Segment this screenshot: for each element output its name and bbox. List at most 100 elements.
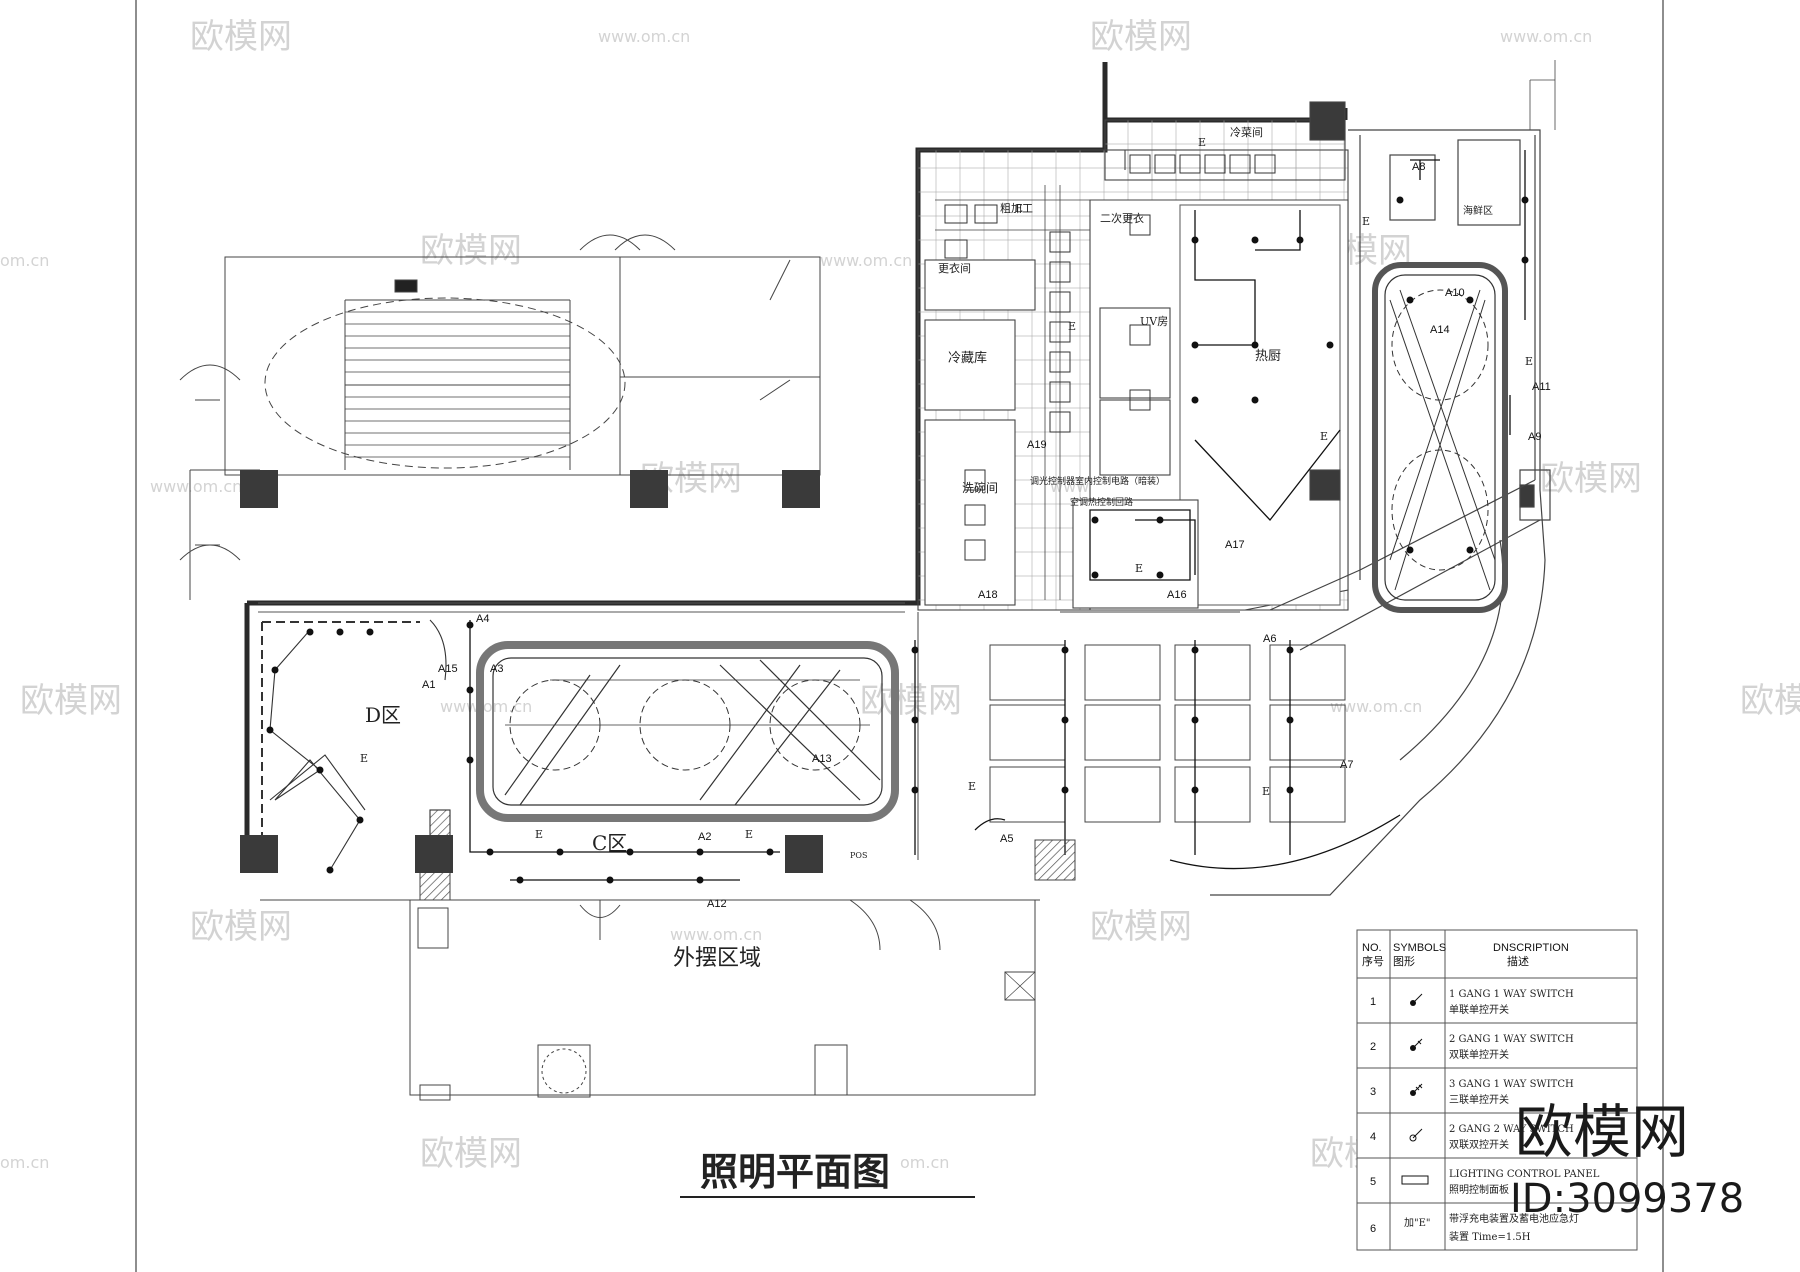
room-label-dish-wash: 洗碗间 [962, 480, 998, 495]
circuit-tag-a8: A8 [1412, 161, 1425, 173]
circuit-tag-a15: A15 [438, 663, 458, 675]
circuit-tag-a12: A12 [707, 898, 727, 910]
legend-header-no: NO. [1362, 942, 1382, 954]
legend-row-no: 6 [1370, 1223, 1376, 1235]
switch-3-gang-icon [1412, 1083, 1423, 1094]
legend-header-description: DNSCRIPTION [1493, 942, 1569, 954]
emergency-mark: E [968, 780, 976, 793]
legend-row-no: 2 [1370, 1041, 1376, 1053]
column [240, 470, 278, 508]
room-label-change-room: 更衣间 [938, 261, 971, 275]
circuit-tag-a6: A6 [1263, 633, 1276, 645]
emergency-mark: E [1262, 785, 1270, 798]
watermark-logo: 欧模网 [190, 907, 292, 947]
watermark-url: www.om.cn [670, 925, 762, 944]
watermark-url: www.om.cn [150, 477, 242, 496]
legend-row-no: 3 [1370, 1086, 1376, 1098]
zone-label-c: C区 [592, 831, 627, 855]
legend-header-symbols-cn: 图形 [1393, 955, 1415, 968]
legend-row-en: 3 GANG 1 WAY SWITCH [1449, 1079, 1574, 1090]
drawing-title: 照明平面图 [700, 1149, 890, 1194]
stair-block [179, 234, 821, 600]
switch-2-way-icon [1409, 1134, 1417, 1142]
legend-header-symbols: SYMBOLS [1393, 942, 1446, 954]
watermark-logo: 欧模网 [20, 681, 122, 721]
emergency-mark: E [1068, 320, 1076, 333]
room-labels: 冷菜间 粗加工 二次更衣 更衣间 UV房 冷藏库 热厨 洗碗间 海鲜区 POS … [365, 126, 1493, 971]
light-fixtures [266, 196, 1529, 884]
circuit-tag-a13: A13 [812, 753, 832, 765]
switch-1-gang-icon [1412, 993, 1423, 1004]
circuit-tag-a16: A16 [1167, 589, 1187, 601]
room-label-rough-process: 粗加工 [1000, 202, 1033, 215]
legend-header-description-cn: 描述 [1507, 954, 1529, 968]
outdoor-area [260, 839, 1076, 1101]
circuit-tag-a5: A5 [1000, 833, 1013, 845]
watermark-url: om.cn [0, 1153, 49, 1172]
column [415, 835, 453, 873]
zone-label-d: D区 [365, 703, 401, 727]
room-label-uv-room: UV房 [1140, 315, 1168, 328]
circuit-tag-a19: A19 [1027, 439, 1047, 451]
legend-row-en: 1 GANG 1 WAY SWITCH [1449, 989, 1574, 1000]
watermark-logo: 欧模网 [860, 681, 962, 721]
watermark-logo: 欧模网 [190, 17, 292, 57]
kitchen-fixtures [944, 154, 1276, 561]
drawing-note-line-1: 调光控制器室内控制电路（暗装） [1030, 475, 1165, 487]
column [240, 835, 278, 873]
circuit-tag-a18: A18 [978, 589, 998, 601]
legend-table: NO. 序号 SYMBOLS 图形 DNSCRIPTION 描述 1 1 GAN… [1356, 929, 1638, 1251]
emergency-mark: E [1135, 562, 1143, 575]
legend-row-cn: 双联单控开关 [1449, 1048, 1509, 1061]
watermark-url: www.om.cn [1330, 697, 1422, 716]
circuit-tag-a1: A1 [422, 679, 435, 691]
circuit-wiring [469, 150, 1526, 881]
emergency-mark: E [1525, 355, 1533, 368]
right-oval-light-cove [1372, 262, 1508, 613]
circuit-tag-a2: A2 [698, 831, 711, 843]
circuit-tag-a3: A3 [490, 663, 503, 675]
watermark-logo: 欧模网 [1090, 907, 1192, 947]
room-label-cold-storage: 冷藏库 [948, 350, 987, 366]
circuit-tag-a14: A14 [1430, 324, 1450, 336]
legend-row-cn: 三联单控开关 [1449, 1093, 1509, 1106]
watermark-url: om.cn [900, 1153, 949, 1172]
emergency-mark: E [745, 828, 753, 841]
room-label-hot-kitchen: 热厨 [1255, 349, 1281, 364]
room-label-second-change: 二次更衣 [1100, 211, 1144, 225]
room-label-pos: POS [850, 851, 867, 860]
outdoor-area-label: 外摆区域 [673, 946, 761, 971]
emergency-mark: E [535, 828, 543, 841]
legend-row-symbol: 加"E" [1404, 1217, 1431, 1229]
legend-row-en: 2 GANG 2 WAY SWITCH [1449, 1124, 1574, 1135]
room-label-corner-room: 海鲜区 [1463, 204, 1493, 217]
legend-row-cn: 单联单控开关 [1449, 1003, 1509, 1016]
circuit-tag-a17: A17 [1225, 539, 1245, 551]
emergency-light-marks: E E E E E E E E E E E E [360, 136, 1533, 841]
switch-2-way-icon [1412, 1128, 1423, 1139]
column [782, 470, 820, 508]
emergency-mark: E [1198, 136, 1206, 149]
circuit-tags: A1 A2 A3 A4 A5 A6 A7 A8 A9 A10 A11 A12 A… [422, 161, 1551, 910]
zone-d-area [261, 619, 451, 871]
legend-row-cn: 双联双控开关 [1449, 1138, 1509, 1151]
right-wing [1210, 60, 1556, 896]
dining-grid [917, 611, 1346, 860]
legend-header-no-cn: 序号 [1362, 954, 1384, 968]
watermark-url: www.om.cn [598, 27, 690, 46]
legend-row-no: 4 [1370, 1131, 1376, 1143]
legend-row-en: LIGHTING CONTROL PANEL [1449, 1169, 1600, 1180]
room-label-cold-dish: 冷菜间 [1230, 126, 1263, 139]
column [785, 835, 823, 873]
emergency-mark: E [1320, 430, 1328, 443]
watermark-logo: 欧模网 [1090, 17, 1192, 57]
interior-wall [258, 602, 905, 613]
legend-row-cn: 装置 Time=1.5H [1449, 1230, 1531, 1243]
legend-row-no: 5 [1370, 1176, 1376, 1188]
watermark-id: ID:3099378 [1510, 1176, 1744, 1222]
circuit-tag-a4: A4 [476, 613, 489, 625]
emergency-mark: E [1362, 215, 1370, 228]
column [630, 470, 668, 508]
zone-c-oval-ceiling [476, 641, 899, 822]
